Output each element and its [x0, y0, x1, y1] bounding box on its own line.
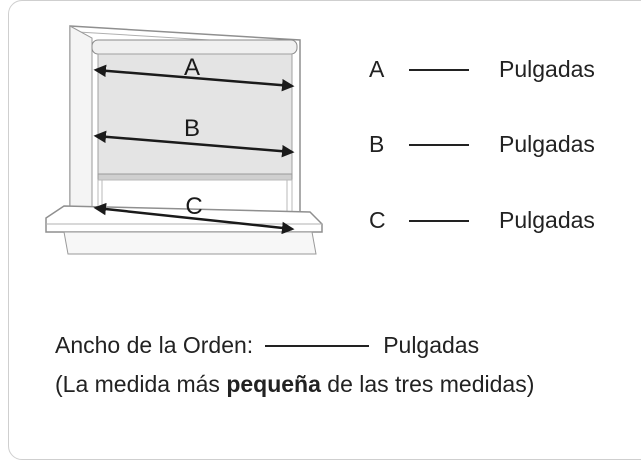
measurement-row-a: A Pulgadas — [369, 56, 595, 83]
measurement-row-b: B Pulgadas — [369, 131, 595, 158]
label-b: B — [184, 115, 200, 142]
measurement-blank-a — [409, 69, 469, 71]
window-shade-diagram: A B C — [45, 25, 323, 255]
measurement-letter: C — [369, 207, 386, 233]
order-width-blank — [265, 345, 370, 347]
order-width-unit: Pulgadas — [383, 332, 480, 358]
measurement-unit: Pulgadas — [499, 207, 595, 233]
order-width-line: Ancho de la Orden: Pulgadas — [55, 332, 479, 359]
arrow-b — [93, 130, 295, 158]
window-sill — [45, 205, 323, 255]
smallest-measure-note: (La medida más pequeña de las tres medid… — [55, 371, 534, 398]
measurement-blank-c — [409, 220, 469, 222]
measurement-blank-b — [409, 144, 469, 146]
measurement-unit: Pulgadas — [499, 131, 595, 157]
note-suffix: de las tres medidas) — [320, 371, 535, 397]
measurement-letter: A — [369, 56, 385, 82]
label-a: A — [184, 54, 200, 81]
order-width-label: Ancho de la Orden: — [55, 332, 254, 358]
arrow-c — [93, 202, 295, 235]
measurement-row-c: C Pulgadas — [369, 207, 595, 234]
label-c: C — [185, 193, 202, 220]
note-emphasis: pequeña — [226, 371, 321, 397]
headrail — [91, 39, 298, 55]
arrow-a — [93, 64, 295, 92]
note-prefix: (La medida más — [55, 371, 227, 397]
measurement-unit: Pulgadas — [499, 56, 595, 82]
measurement-letter: B — [369, 131, 385, 157]
